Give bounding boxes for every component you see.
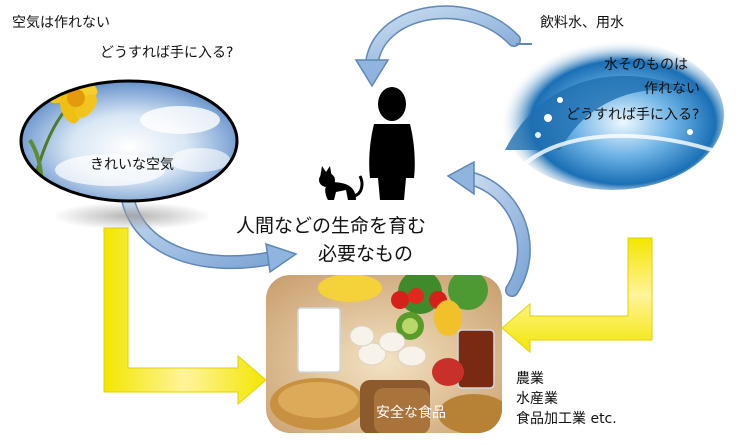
center-text-line2: 必要なもの <box>318 243 414 265</box>
person-icon <box>369 87 415 200</box>
water-question-line1: 水そのものは <box>604 57 688 73</box>
air-photo <box>19 79 239 230</box>
water-title: 飲料水、用水 <box>540 15 624 31</box>
industry-item: 食品加工業 etc. <box>516 411 617 427</box>
water-question-line3: どうすれば手に入る? <box>566 107 700 123</box>
industry-item: 農業 <box>516 371 544 387</box>
yellow-arrow-water-to-food <box>501 237 653 354</box>
food-photo <box>266 275 502 433</box>
blue-arrow-water-to-person <box>354 5 521 88</box>
yellow-arrow-air-to-food <box>103 227 267 406</box>
water-splash-photo <box>500 40 724 190</box>
cat-icon <box>319 166 364 200</box>
industry-item: 水産業 <box>516 391 558 407</box>
water-question-line2: 作れない <box>644 81 700 97</box>
center-text-line1: 人間などの生命を育む <box>236 215 427 237</box>
blue-arrow-food-to-person <box>446 160 531 297</box>
air-question-line1: 空気は作れない <box>12 15 110 31</box>
air-image-caption: きれいな空気 <box>90 157 174 173</box>
food-image-caption: 安全な食品 <box>376 405 446 421</box>
air-question-line2: どうすれば手に入る? <box>100 45 234 61</box>
